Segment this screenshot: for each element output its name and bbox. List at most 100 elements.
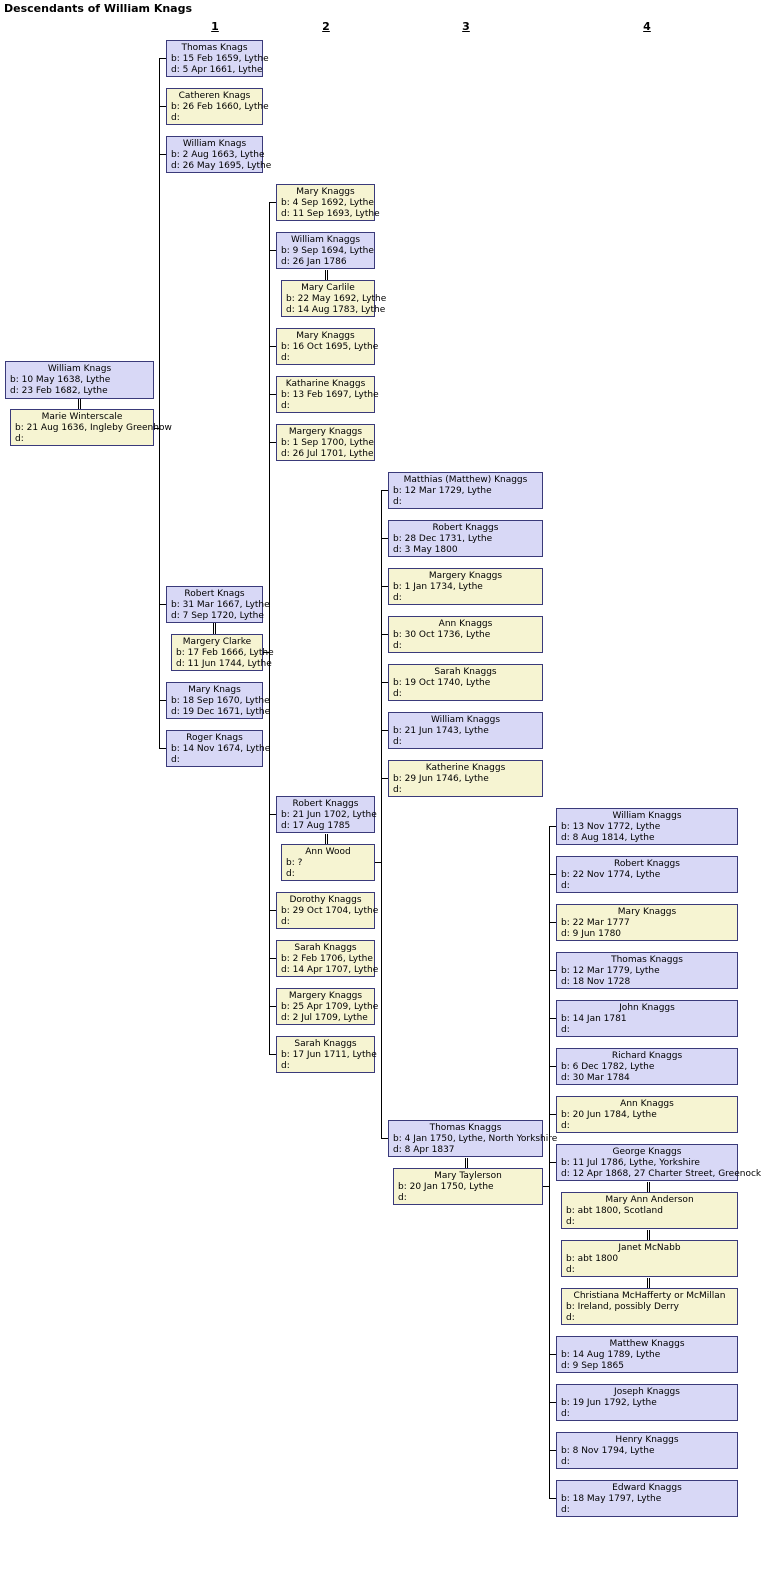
person-name: Robert Knaggs [432,523,499,533]
person-born: b: 15 Feb 1659, Lythe [171,54,269,64]
person-born: b: 20 Jan 1750, Lythe [398,1182,494,1192]
person-name: Thomas Knags [181,43,248,53]
person-name: Mary Knaggs [296,331,355,341]
person-died: d: [561,1121,570,1131]
person-died: d: 26 Jul 1701, Lythe [281,449,374,459]
person-died: d: 14 Aug 1783, Lythe [286,305,386,315]
person-name: Katharine Knaggs [285,379,366,389]
person-died: d: [561,1505,570,1515]
person-name: Mary Carlile [301,283,355,293]
person-died: d: 18 Nov 1728 [561,977,631,987]
person-name: Matthias (Matthew) Knaggs [403,475,528,485]
person-name: William Knaggs [612,811,682,821]
person-born: b: 31 Mar 1667, Lythe [171,600,270,610]
person-died: d: [393,785,402,795]
person-died: d: 11 Sep 1693, Lythe [281,209,380,219]
person-died: d: 9 Sep 1865 [561,1361,624,1371]
person-born: b: ? [286,858,303,868]
person-name: Dorothy Knaggs [289,895,362,905]
person-name: Mary Knaggs [296,187,355,197]
generation-header-2: 2 [322,20,330,33]
person-born: b: 8 Nov 1794, Lythe [561,1446,655,1456]
person-name: Mary Ann Anderson [605,1195,694,1205]
person-born: b: 21 Aug 1636, Ingleby Greenhow [15,423,172,433]
person-name: George Knaggs [612,1147,682,1157]
person-died: d: 30 Mar 1784 [561,1073,630,1083]
person-died: d: 17 Aug 1785 [281,821,351,831]
person-died: d: [566,1313,575,1323]
person-name: Margery Knaggs [288,991,363,1001]
person-name: William Knags [47,364,112,374]
person-born: b: 14 Aug 1789, Lythe [561,1350,661,1360]
chart-title: Descendants of William Knags [4,2,193,15]
person-died: d: 5 Apr 1661, Lythe [171,65,263,75]
person-born: b: 18 Sep 1670, Lythe [171,696,270,706]
person-name: Sarah Knaggs [434,667,497,677]
person-name: Marie Winterscale [41,412,123,422]
person-born: b: 21 Jun 1743, Lythe [393,726,489,736]
person-born: b: 29 Jun 1746, Lythe [393,774,489,784]
person-died: d: [561,1025,570,1035]
person-born: b: 26 Feb 1660, Lythe [171,102,269,112]
person-name: John Knaggs [619,1003,675,1013]
person-died: d: [281,353,290,363]
person-died: d: [561,1409,570,1419]
person-born: b: abt 1800, Scotland [566,1206,663,1216]
person-died: d: [281,1061,290,1071]
person-born: b: 13 Nov 1772, Lythe [561,822,661,832]
person-name: Katherine Knaggs [425,763,506,773]
generation-header-1: 1 [211,20,219,33]
person-name: Ann Knaggs [620,1099,674,1109]
person-name: Sarah Knaggs [294,1039,357,1049]
person-born: b: 17 Jun 1711, Lythe [281,1050,377,1060]
person-died: d: 26 Jan 1786 [281,257,347,267]
person-name: Edward Knaggs [612,1483,682,1493]
person-name: Mary Taylerson [434,1171,502,1181]
